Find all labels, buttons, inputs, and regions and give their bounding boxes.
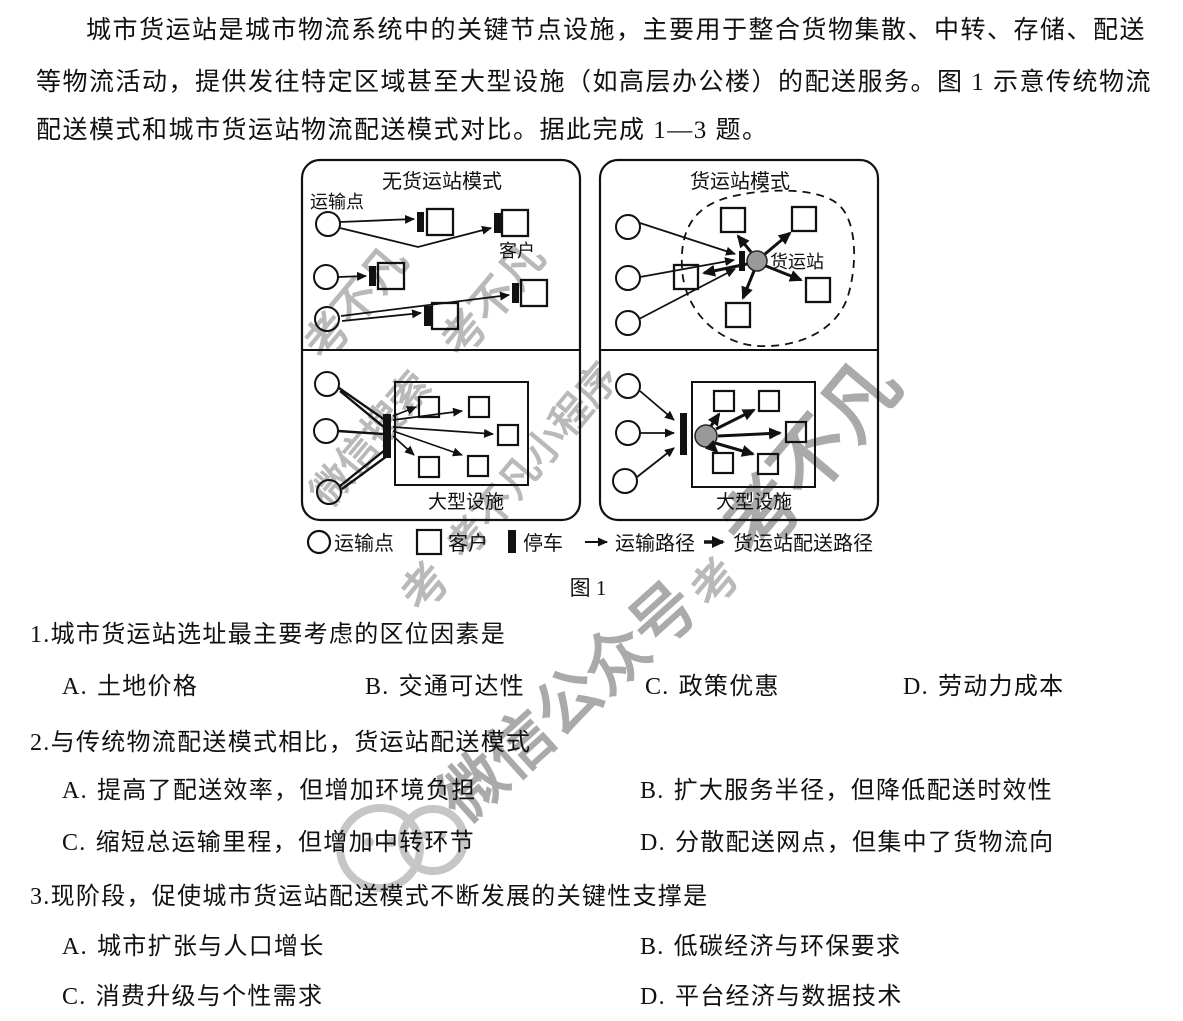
panel-no-station: 无货运站模式 运输点 客户 (300, 158, 582, 522)
question-number: 1. (30, 622, 51, 648)
figure-1: 无货运站模式 运输点 客户 (300, 158, 880, 600)
customer-label: 客户 (499, 241, 535, 261)
intro-line-3: 配送模式和城市货运站物流配送模式对比。据此完成 1—3 题。 (36, 117, 769, 144)
option-3A: A.城市扩张与人口增长 (62, 934, 325, 960)
option-2D: D.分散配送网点，但集中了货物流向 (640, 830, 1055, 856)
option-3C: C.消费升级与个性需求 (62, 984, 324, 1010)
legend-transport-route: 运输路径 (615, 532, 695, 555)
option-3B: B.低碳经济与环保要求 (640, 934, 902, 960)
transport-point-label: 运输点 (310, 192, 364, 212)
question-1-stem: 1.城市货运站选址最主要考虑的区位因素是 (30, 614, 506, 649)
option-1C: C.政策优惠 (645, 674, 780, 700)
option-2A: A.提高了配送效率，但增加环境负担 (62, 778, 477, 804)
facility-label: 大型设施 (428, 491, 504, 513)
intro-line-1: 城市货运站是城市物流系统中的关键节点设施，主要用于整合货物集散、中转、存储、配送 (86, 17, 1147, 44)
figure-legend: 运输点 客户 停车 运输路径 货运站配送路径 (306, 528, 873, 556)
question-number: 2. (30, 730, 51, 756)
question-text: 与传统物流配送模式相比，货运站配送模式 (50, 730, 532, 756)
option-2C: C.缩短总运输里程，但增加中转环节 (62, 830, 476, 856)
question-3-stem: 3.现阶段，促使城市货运站配送模式不断发展的关键性支撑是 (30, 876, 708, 911)
wechat-logo-watermark (336, 804, 468, 892)
option-1B: B.交通可达性 (365, 674, 526, 700)
option-3D: D.平台经济与数据技术 (640, 984, 903, 1010)
option-1A: A.土地价格 (62, 674, 199, 700)
option-2B: B.扩大服务半径，但降低配送时效性 (640, 778, 1054, 804)
legend-station-route: 货运站配送路径 (733, 532, 873, 555)
panel-station: 货运站模式 货运站 (598, 158, 880, 522)
legend-transport-point: 运输点 (334, 532, 394, 555)
right-panel-title: 货运站模式 (690, 170, 790, 193)
legend-parking: 停车 (523, 532, 563, 555)
station-label: 货运站 (770, 252, 824, 272)
legend-customer: 客户 (448, 532, 488, 555)
question-text: 现阶段，促使城市货运站配送模式不断发展的关键性支撑是 (50, 884, 709, 910)
figure-caption: 图 1 (570, 576, 607, 600)
question-number: 3. (30, 884, 51, 910)
left-panel-title: 无货运站模式 (382, 170, 502, 193)
facility-label: 大型设施 (716, 491, 792, 513)
option-1D: D.劳动力成本 (903, 674, 1065, 700)
question-text: 城市货运站选址最主要考虑的区位因素是 (50, 622, 507, 648)
intro-line-2: 等物流活动，提供发往特定区域甚至大型设施（如高层办公楼）的配送服务。图 1 示意… (36, 69, 1153, 96)
question-2-stem: 2.与传统物流配送模式相比，货运站配送模式 (30, 722, 531, 757)
